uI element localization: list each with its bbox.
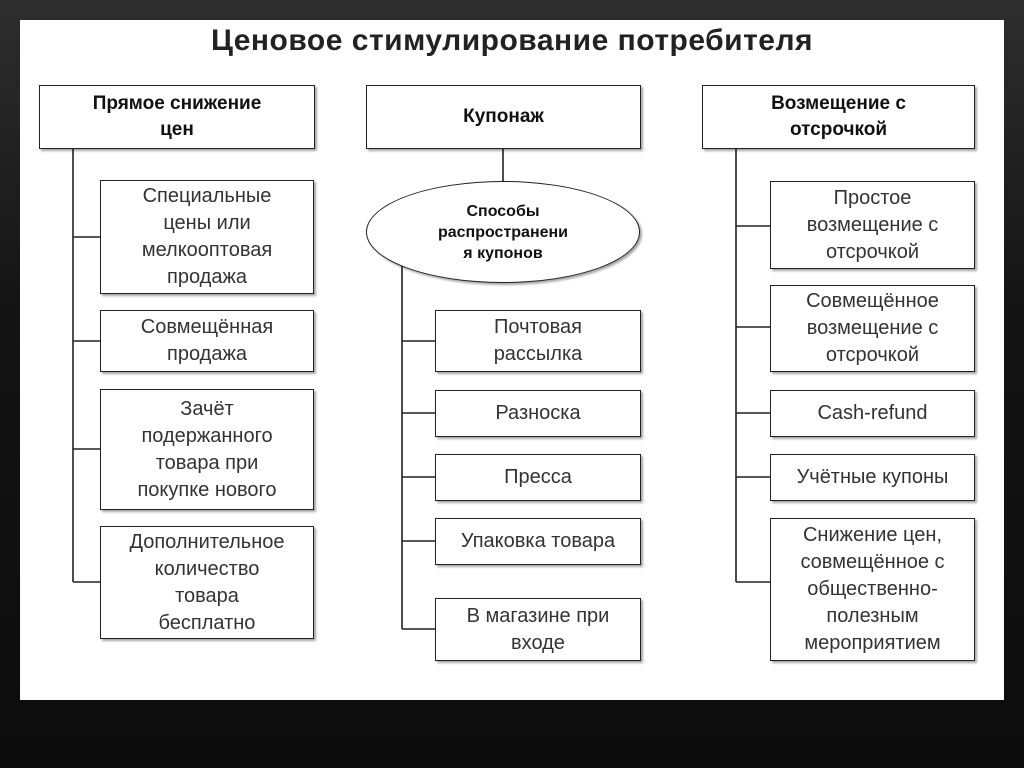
- item-extra-free-goods: Дополнительное количество товара бесплат…: [100, 526, 314, 639]
- header-couponing: Купонаж: [366, 85, 641, 149]
- item-charity-price-reduction: Снижение цен, совмещённое с общественно-…: [770, 518, 975, 661]
- header-direct-price-reduction: Прямое снижение цен: [39, 85, 315, 149]
- item-accounting-coupons: Учётные купоны: [770, 454, 975, 501]
- item-combined-sale: Совмещённая продажа: [100, 310, 314, 372]
- header-deferred-refund: Возмещение с отсрочкой: [702, 85, 975, 149]
- item-delivery: Разноска: [435, 390, 641, 437]
- item-special-prices: Специальные цены или мелкооптовая продаж…: [100, 180, 314, 294]
- diagram-title: Ценовое стимулирование потребителя: [210, 24, 814, 57]
- item-mail: Почтовая рассылка: [435, 310, 641, 372]
- item-in-store: В магазине при входе: [435, 598, 641, 661]
- item-simple-refund: Простое возмещение с отсрочкой: [770, 181, 975, 269]
- item-press: Пресса: [435, 454, 641, 501]
- item-combined-refund: Совмещённое возмещение с отсрочкой: [770, 285, 975, 372]
- item-cash-refund: Cash-refund: [770, 390, 975, 437]
- item-packaging: Упаковка товара: [435, 518, 641, 565]
- item-trade-in: Зачёт подержанного товара при покупке но…: [100, 389, 314, 510]
- ellipse-coupon-distribution: Способы распространени я купонов: [366, 181, 640, 283]
